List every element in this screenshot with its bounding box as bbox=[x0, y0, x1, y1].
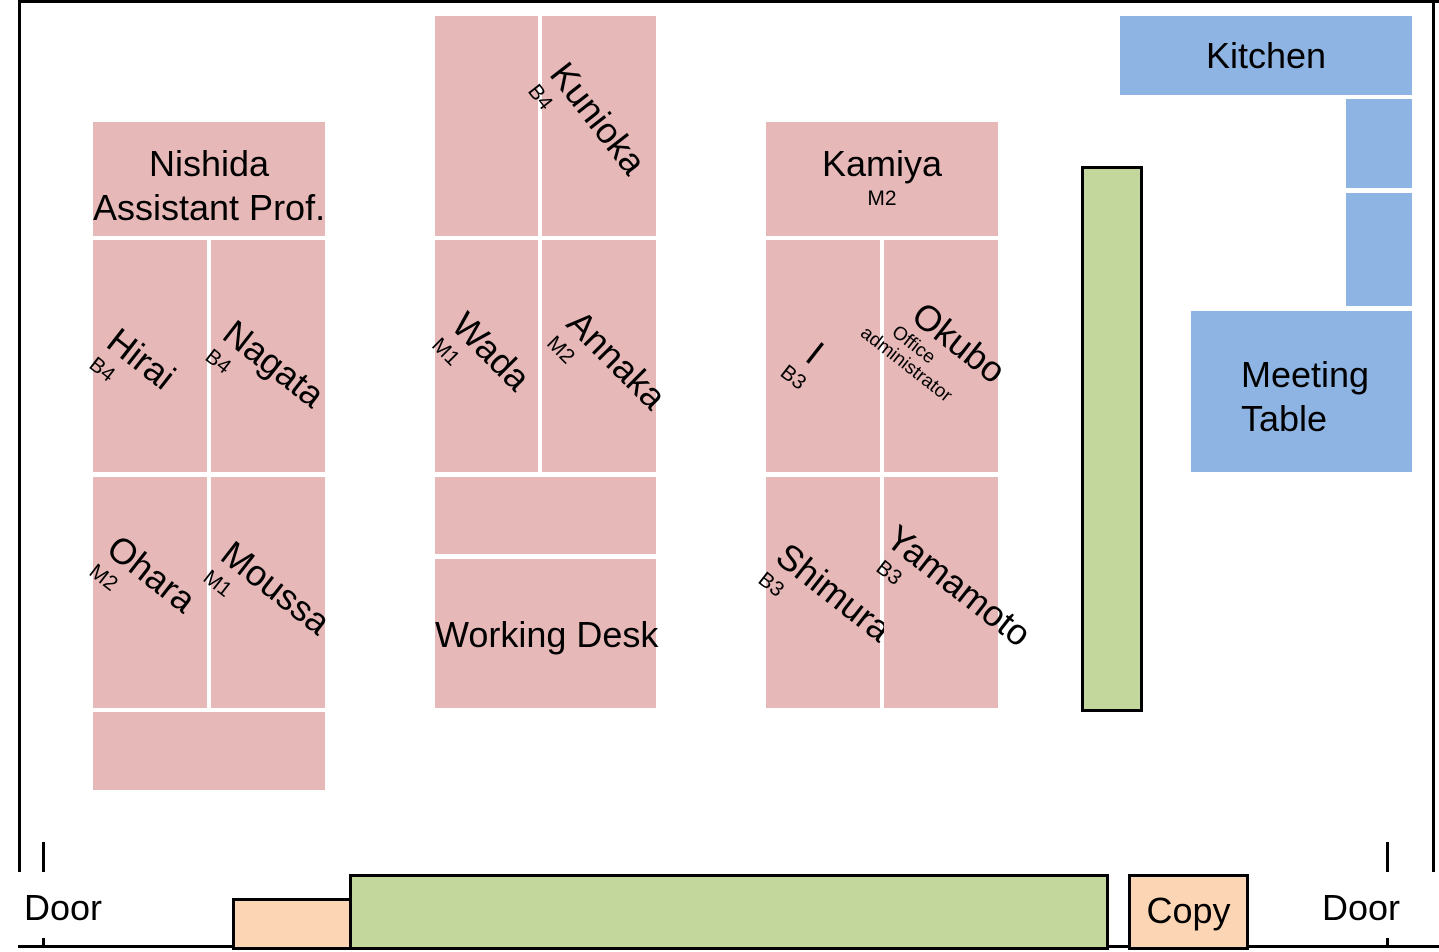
desk-moussa-label: Moussa M1 bbox=[199, 533, 338, 661]
desk-kamiya-grade: M2 bbox=[867, 187, 897, 210]
meeting-table-line2: Table bbox=[1241, 398, 1328, 439]
door-left-mark bbox=[42, 842, 45, 872]
assistant-title: Assistant Prof. bbox=[93, 187, 326, 228]
wall-top bbox=[18, 0, 1439, 3]
desk-shimura: Shimura B3 bbox=[754, 477, 899, 708]
kitchen-label: Kitchen bbox=[1205, 35, 1327, 76]
bottom-shelf bbox=[349, 874, 1109, 950]
desk-annaka-label: Annaka M2 bbox=[542, 302, 674, 433]
copy-label: Copy bbox=[1146, 890, 1231, 931]
desk-moussa: Moussa M1 bbox=[199, 477, 338, 708]
desk-nagata-label: Nagata B4 bbox=[201, 312, 333, 434]
door-left-mark-bottom bbox=[42, 938, 45, 948]
partition-shelf bbox=[1081, 166, 1143, 712]
desk-hirai: Hirai B4 bbox=[85, 240, 207, 472]
desk-ohara: Ohara M2 bbox=[85, 477, 207, 708]
working-desk: Working Desk bbox=[435, 559, 659, 708]
desk-okubo: Okubo Office administrator bbox=[856, 240, 1013, 472]
desk-kamiya-name: Kamiya bbox=[821, 143, 943, 184]
desk-yamamoto: Yamamoto B3 bbox=[872, 477, 1039, 708]
meeting-table-line1: Meeting bbox=[1241, 354, 1370, 395]
assistant-name: Nishida bbox=[148, 143, 270, 184]
desk-empty-top bbox=[435, 16, 538, 236]
kitchen-cabinet-1 bbox=[1346, 99, 1412, 188]
desk-kamiya: Kamiya M2 bbox=[766, 122, 998, 236]
door-right-label[interactable]: Door bbox=[1322, 887, 1401, 928]
desk-kunioka-label: Kunioka B4 bbox=[523, 54, 654, 196]
desk-nagata: Nagata B4 bbox=[201, 240, 332, 472]
meeting-table: Meeting Table bbox=[1191, 311, 1412, 472]
desk-okubo-label: Okubo Office administrator bbox=[856, 294, 1013, 422]
kitchen: Kitchen bbox=[1120, 16, 1412, 95]
door-right-mark-bottom bbox=[1386, 938, 1389, 948]
desk-ohara-label: Ohara M2 bbox=[85, 527, 204, 639]
desk-i-label: I B3 bbox=[776, 333, 834, 395]
copy-machine: Copy bbox=[1128, 874, 1249, 950]
door-right-mark bbox=[1386, 842, 1389, 872]
desk-spare-middle bbox=[435, 477, 656, 554]
desk-wada-label: Wada M1 bbox=[427, 304, 539, 415]
desk-i: I B3 bbox=[766, 240, 880, 472]
desk-hirai-label: Hirai B4 bbox=[85, 320, 183, 416]
door-left-label[interactable]: Door bbox=[24, 887, 103, 928]
small-cabinet bbox=[232, 898, 354, 950]
desk-spare-left bbox=[93, 712, 325, 790]
desk-nishida: Nishida Assistant Prof. bbox=[93, 122, 325, 236]
working-desk-label: Working Desk bbox=[435, 614, 659, 655]
wall-right bbox=[1432, 0, 1435, 872]
desk-annaka: Annaka M2 bbox=[542, 240, 674, 472]
wall-left bbox=[18, 0, 21, 872]
kitchen-cabinet-2 bbox=[1346, 193, 1412, 306]
desk-kunioka: Kunioka B4 bbox=[523, 16, 656, 236]
desk-i-name: I bbox=[798, 333, 832, 373]
desk-wada: Wada M1 bbox=[427, 240, 539, 472]
desk-yamamoto-label: Yamamoto B3 bbox=[864, 517, 1039, 673]
